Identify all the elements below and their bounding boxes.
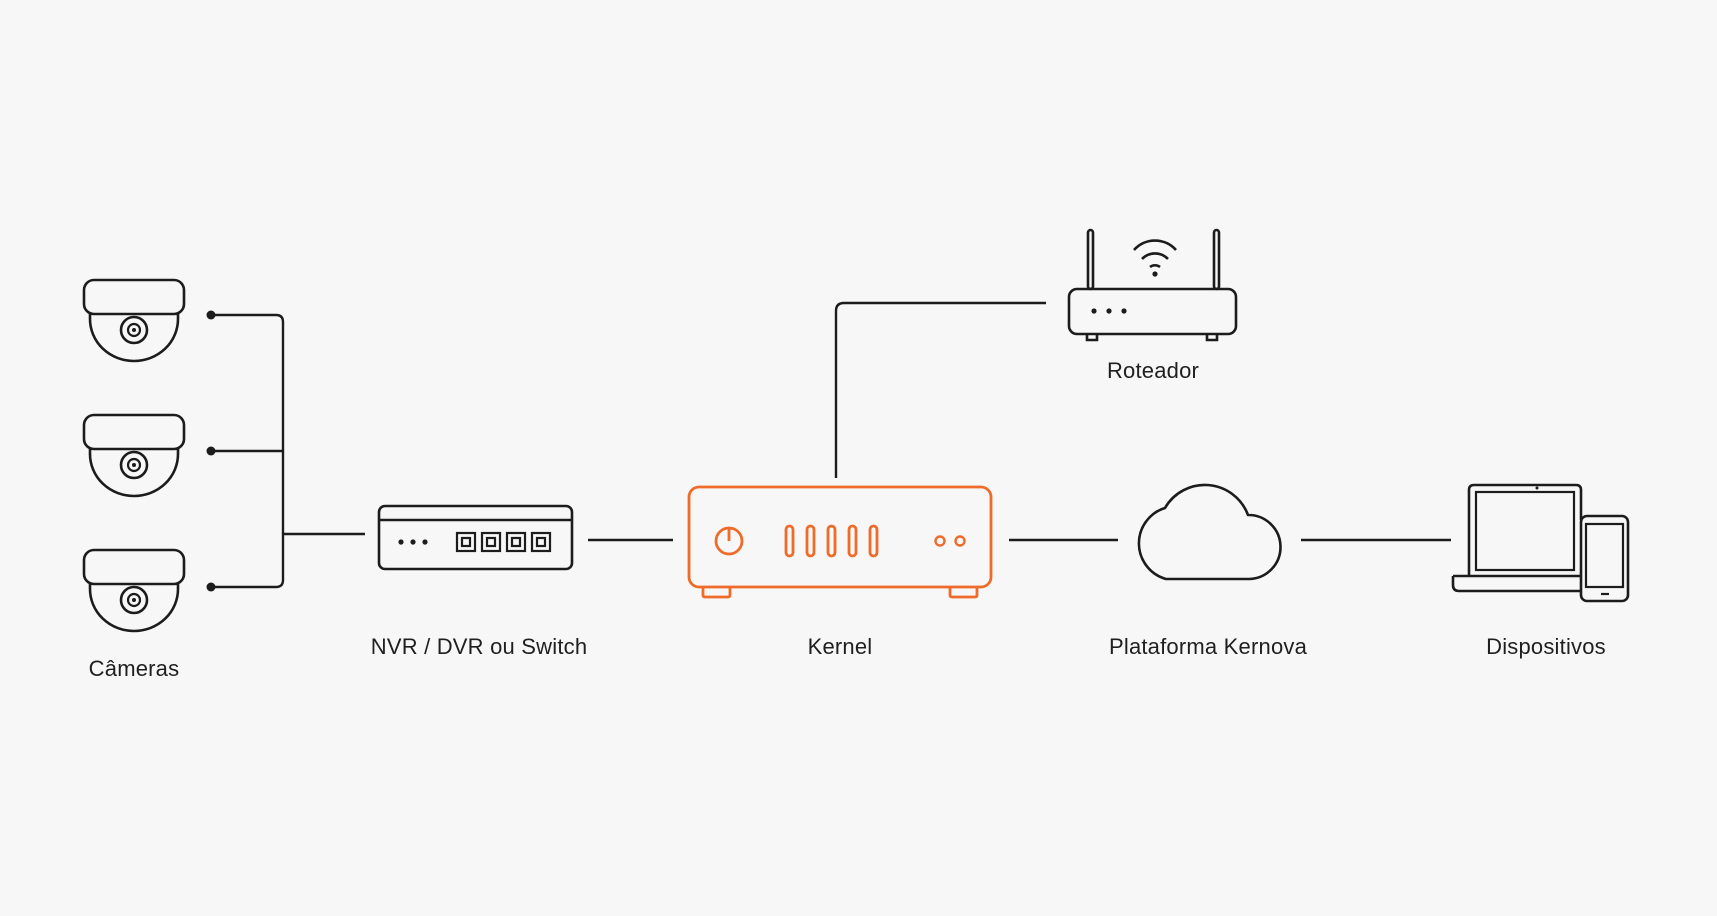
nvr-label: NVR / DVR ou Switch bbox=[370, 634, 588, 659]
camera-1-icon bbox=[82, 278, 186, 363]
camera-3-icon bbox=[82, 548, 186, 633]
router-label: Roteador bbox=[1106, 358, 1200, 383]
platform-label: Plataforma Kernova bbox=[1108, 634, 1308, 659]
cameras-label: Câmeras bbox=[88, 656, 180, 681]
kernel-device-icon bbox=[687, 485, 993, 599]
camera-2-icon bbox=[82, 413, 186, 498]
devices-label: Dispositivos bbox=[1486, 634, 1606, 659]
nvr-switch-icon bbox=[377, 504, 574, 571]
camera-connectors bbox=[206, 310, 365, 592]
wifi-router-icon bbox=[1067, 228, 1238, 342]
laptop-phone-icon bbox=[1451, 483, 1630, 603]
kernel-label: Kernel bbox=[807, 634, 873, 659]
cloud-icon bbox=[1137, 483, 1282, 581]
kernel-router-link bbox=[834, 301, 1046, 478]
